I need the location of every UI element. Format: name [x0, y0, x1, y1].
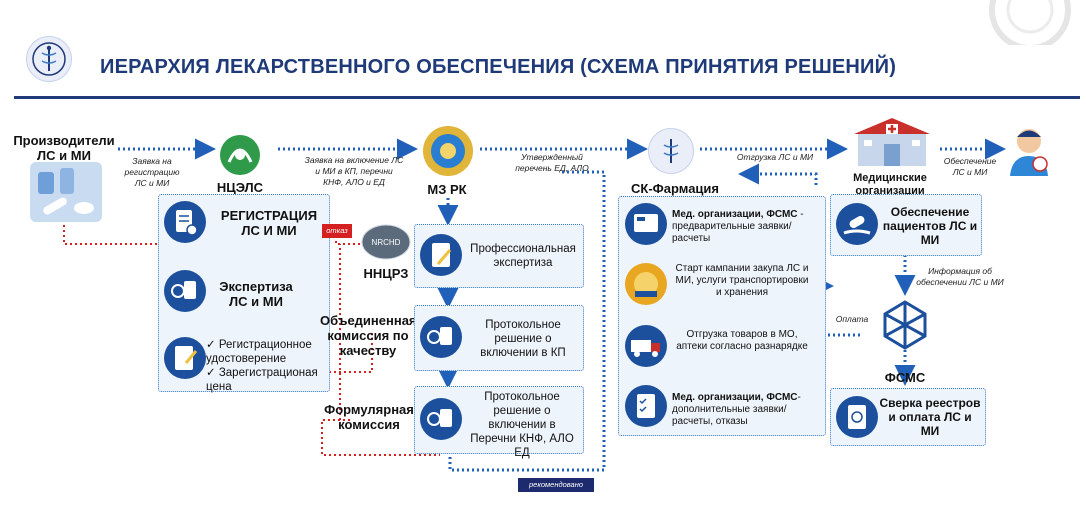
payment-label: Оплата [835, 314, 869, 324]
sk-step-1: Мед. организации, ФСМС - предварительные… [672, 209, 822, 245]
sk-step-4-bold: Мед. организации, ФСМС [672, 392, 798, 403]
globe-icon: NRCHD [360, 222, 412, 262]
nncrz-label: ННЦРЗ [363, 266, 409, 281]
sk-step-1-rest: - предварительные заявки/расчеты [672, 209, 804, 244]
rejection-badge: отказ [322, 224, 352, 238]
protocol-kp-text: Протокольное решение о включении в КП [480, 319, 566, 359]
protocol-lists-icon [420, 398, 462, 440]
ncels-label: НЦЭЛС [216, 180, 264, 195]
review-document-icon [420, 234, 462, 276]
page-title: ИЕРАРХИЯ ЛЕКАРСТВЕННОГО ОБЕСПЕЧЕНИЯ (СХЕ… [100, 56, 897, 78]
document-gear-icon [164, 201, 206, 243]
ncels-logo-icon [215, 132, 265, 178]
truck-icon [625, 325, 667, 367]
request-screen-icon [625, 203, 667, 245]
protocol-lists-text: Протокольное решение о включении в Переч… [470, 391, 574, 459]
provision-label: Обеспечение ЛС и МИ [943, 156, 997, 177]
expertise-label: Экспертиза ЛС и МИ [219, 279, 293, 309]
caduceus-logo-icon [26, 36, 72, 82]
approved-list-label: Утвержденный перечень ЕД, АЛО [515, 152, 589, 173]
formulary-commission-label: Формулярная комиссия [324, 402, 414, 432]
sign-document-icon [164, 337, 206, 379]
registration-label: РЕГИСТРАЦИЯ ЛС И МИ [220, 208, 318, 238]
shipment-label: Отгрузка ЛС и МИ [736, 152, 814, 162]
sk-step-4: Мед. организации, ФСМС- дополнительные з… [672, 392, 822, 428]
application-inclusion-label: Заявка на включение ЛС и МИ в КП, перечн… [304, 155, 404, 187]
protocol-gear-icon [420, 316, 462, 358]
recommended-badge: рекомендовано [518, 478, 594, 492]
hand-pill-icon [836, 203, 878, 245]
reconciliation-icon [836, 396, 878, 438]
reconciliation-card-text: Сверка реестров и оплата ЛС и МИ [879, 396, 981, 438]
mz-label: МЗ РК [427, 182, 467, 197]
outcome-1-text: Регистрационное удостоверение [206, 339, 312, 365]
sk-step-3: Отгрузка товаров в МО, аптеки согласно р… [676, 329, 808, 352]
medicines-icon [30, 162, 102, 222]
checklist-icon [625, 385, 667, 427]
patient-icon [1006, 124, 1052, 176]
outcome-2-text: Зарегистрационая цена [206, 367, 318, 393]
fsms-network-icon [876, 296, 934, 354]
info-provision-label: Информация об обеспечении ЛС и МИ [916, 266, 1004, 287]
provision-card-text: Обеспечение пациентов ЛС и МИ [882, 205, 978, 247]
sk-caduceus-logo-icon [648, 128, 694, 174]
title-underline [14, 96, 1080, 99]
fsms-label: ФСМС [884, 370, 926, 385]
joint-commission-label: Объединенная комиссия по качеству [320, 313, 417, 358]
application-reg-label: Заявка на регистрацию ЛС и МИ [124, 156, 180, 188]
nncrz-logo-text: NRCHD [372, 238, 401, 247]
sk-step-2: Старт кампании закупа ЛС и МИ, услуги тр… [675, 263, 809, 298]
outcome-2: ✓ Зарегистрационая цена [206, 367, 318, 393]
sk-label: СК-Фармация [631, 181, 719, 196]
prof-expertise-text: Профессиональная экспертиза [470, 243, 576, 269]
hospital-icon [852, 118, 932, 168]
kazakhstan-emblem-icon [420, 124, 476, 178]
sk-step-1-bold: Мед. организации, ФСМС [672, 209, 798, 220]
campaign-start-icon [625, 263, 667, 305]
manufacturers-label: Производители ЛС и МИ [13, 133, 115, 163]
expertise-gear-icon [164, 270, 206, 312]
sk-step-4-rest: - дополнительные заявки/расчеты, отказы [672, 392, 801, 427]
outcome-1: ✓ Регистрационное удостоверение [206, 339, 312, 365]
